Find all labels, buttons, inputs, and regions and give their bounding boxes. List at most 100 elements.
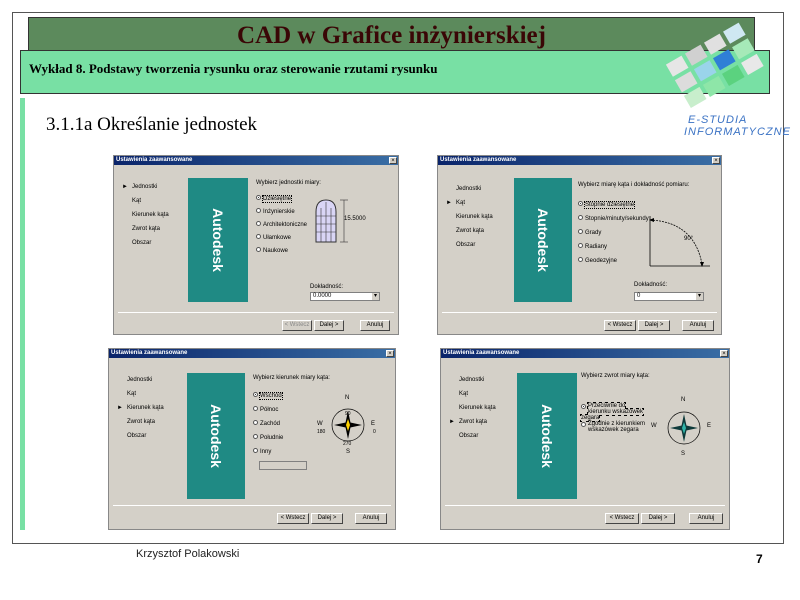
dialog-title-bar: Ustawienia zaawansowane	[441, 349, 729, 358]
autodesk-brand-panel: Autodesk	[517, 373, 577, 499]
radio-decimal-degrees[interactable]: Stopnie dziesiętne	[578, 201, 636, 210]
autodesk-logo-text: Autodesk	[210, 208, 226, 272]
compass-south-label: S	[346, 449, 351, 455]
nav-item-angle-direction[interactable]: Zwrot kąta	[449, 415, 496, 429]
nav-item-angle[interactable]: Kąt	[127, 391, 137, 397]
slide-title: CAD w Grafice inżynierskiej	[237, 22, 546, 49]
radio-clockwise[interactable]: Zgodnie z kierunkiem wskazówek zegara	[581, 421, 647, 433]
back-button[interactable]: < Wstecz	[604, 320, 636, 331]
dialog-nav: Jednostki Kąt Kierunek kąta Zwrot kąta O…	[446, 182, 493, 252]
nav-item-area[interactable]: Obszar	[456, 242, 476, 248]
nav-item-angle[interactable]: Kąt	[446, 196, 493, 210]
other-angle-input[interactable]	[259, 461, 307, 470]
cancel-button[interactable]: Anuluj	[355, 513, 387, 524]
autodesk-brand-panel: Autodesk	[188, 178, 248, 302]
nav-item-angle-base[interactable]: Kierunek kąta	[132, 212, 169, 218]
nav-item-angle-base[interactable]: Kierunek kąta	[456, 214, 493, 220]
window-preview-icon	[315, 199, 348, 243]
dialog-angle-direction: Ustawienia zaawansowane × Jednostki Kąt …	[440, 348, 730, 530]
back-button[interactable]: < Wstecz	[282, 320, 312, 331]
dialog-nav: Jednostki Kąt Kierunek kąta Zwrot kąta O…	[117, 373, 164, 443]
autodesk-logo-text: Autodesk	[539, 404, 555, 468]
radio-scientific[interactable]: Naukowe	[256, 247, 288, 254]
angle-prompt: Wybierz miarę kąta i dokładność pomiaru:	[578, 182, 690, 188]
compass-north-deg: 90	[345, 411, 351, 417]
radio-icon	[253, 434, 258, 439]
radio-other[interactable]: Inny	[253, 448, 271, 455]
nav-item-angle-direction[interactable]: Zwrot kąta	[132, 226, 161, 232]
nav-item-angle-base[interactable]: Kierunek kąta	[459, 405, 496, 411]
separator	[442, 312, 717, 313]
units-prompt: Wybierz jednostki miary:	[256, 180, 321, 186]
nav-item-angle-base[interactable]: Kierunek kąta	[117, 401, 164, 415]
nav-item-angle-direction[interactable]: Zwrot kąta	[456, 228, 485, 234]
compass-east-deg: 0	[373, 429, 376, 435]
radio-icon	[253, 420, 258, 425]
angle-preview-icon	[649, 216, 710, 267]
dialog-title-bar: Ustawienia zaawansowane	[114, 156, 398, 165]
radio-counterclockwise[interactable]: Przeciwnie do kierunku wskazówek zegara	[579, 402, 645, 422]
dialog-title-bar: Ustawienia zaawansowane	[438, 156, 721, 165]
dialog-units: Ustawienia zaawansowane × Jednostki Kąt …	[113, 155, 399, 335]
autodesk-logo-text: Autodesk	[208, 404, 224, 468]
dialog-nav: Jednostki Kąt Kierunek kąta Zwrot kąta O…	[449, 373, 496, 443]
close-icon[interactable]: ×	[712, 157, 720, 164]
page-number: 7	[756, 552, 763, 566]
nav-item-units[interactable]: Jednostki	[122, 180, 169, 194]
precision-select[interactable]: 0	[634, 292, 704, 301]
cancel-button[interactable]: Anuluj	[360, 320, 390, 331]
radio-north[interactable]: Północ	[253, 406, 278, 413]
cancel-button[interactable]: Anuluj	[689, 513, 723, 524]
radio-decimal[interactable]: Dziesiętne	[256, 195, 293, 204]
nav-item-area[interactable]: Obszar	[459, 433, 479, 439]
nav-item-units[interactable]: Jednostki	[456, 186, 482, 192]
radio-fractional[interactable]: Ułamkowe	[256, 234, 291, 241]
next-button[interactable]: Dalej >	[314, 320, 344, 331]
autodesk-brand-panel: Autodesk	[514, 178, 572, 302]
radio-engineering[interactable]: Inżynierskie	[256, 208, 295, 215]
dialog-angle-base: Ustawienia zaawansowane × Jednostki Kąt …	[108, 348, 396, 530]
nav-item-angle[interactable]: Kąt	[132, 198, 142, 204]
nav-item-area[interactable]: Obszar	[132, 240, 152, 246]
compass-east-label: E	[371, 421, 376, 427]
dimension-label: 15.5000	[344, 216, 366, 222]
nav-item-area[interactable]: Obszar	[127, 433, 147, 439]
close-icon[interactable]: ×	[389, 157, 397, 164]
slide-subtitle: Wykład 8. Podstawy tworzenia rysunku ora…	[29, 61, 438, 76]
next-button[interactable]: Dalej >	[311, 513, 343, 524]
e-studia-logo-icon	[665, 22, 764, 108]
radio-icon	[578, 257, 583, 262]
separator	[118, 312, 394, 313]
nav-item-units[interactable]: Jednostki	[459, 377, 485, 383]
compass-west-label: W	[317, 421, 323, 427]
back-button[interactable]: < Wstecz	[605, 513, 639, 524]
precision-label: Dokładność:	[634, 282, 668, 288]
radio-radians[interactable]: Radiany	[578, 243, 607, 250]
nav-item-units[interactable]: Jednostki	[127, 377, 153, 383]
radio-east[interactable]: Wschód	[253, 392, 283, 401]
next-button[interactable]: Dalej >	[638, 320, 670, 331]
compass-north-label: N	[681, 397, 686, 403]
radio-deg-min-sec[interactable]: Stopnie/minuty/sekundy	[578, 215, 649, 222]
next-button[interactable]: Dalej >	[641, 513, 675, 524]
radio-south[interactable]: Południe	[253, 434, 283, 441]
close-icon[interactable]: ×	[386, 350, 394, 357]
radio-grads[interactable]: Grady	[578, 229, 601, 236]
cancel-button[interactable]: Anuluj	[682, 320, 714, 331]
close-icon[interactable]: ×	[720, 350, 728, 357]
footer-author: Krzysztof Polakowski	[136, 548, 240, 560]
radio-icon	[253, 406, 258, 411]
compass-north-label: N	[345, 395, 350, 401]
radio-surveyor[interactable]: Geodezyjne	[578, 257, 617, 264]
logo-text-line1: E-STUDIA	[688, 114, 748, 126]
direction-prompt: Wybierz zwrot miary kąta:	[581, 373, 650, 379]
back-button[interactable]: < Wstecz	[277, 513, 309, 524]
precision-select[interactable]: 0.0000	[310, 292, 380, 301]
nav-item-angle[interactable]: Kąt	[459, 391, 469, 397]
nav-item-angle-direction[interactable]: Zwrot kąta	[127, 419, 156, 425]
radio-icon	[578, 201, 583, 206]
radio-icon	[578, 229, 583, 234]
radio-west[interactable]: Zachód	[253, 420, 280, 427]
radio-architectural[interactable]: Architektoniczne	[256, 221, 307, 228]
precision-label: Dokładność:	[310, 284, 344, 290]
